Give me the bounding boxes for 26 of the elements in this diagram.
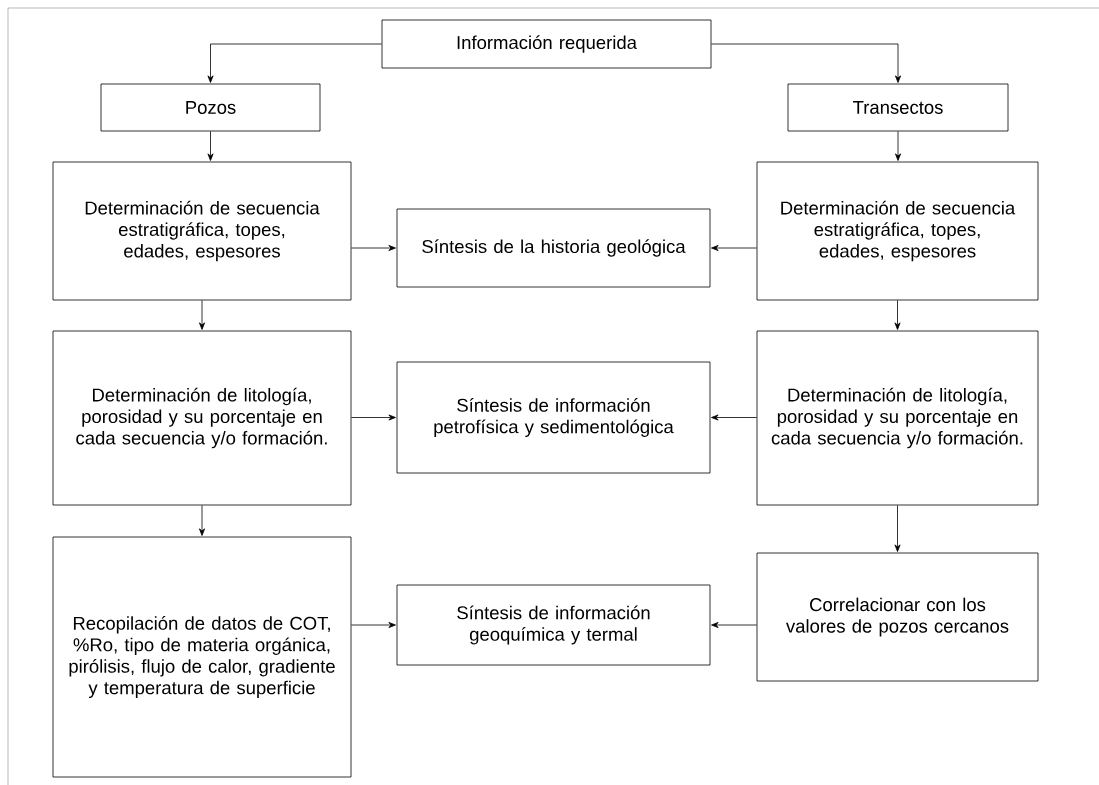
process-box: Determinación de secuencia estratigráfica, topes, edades, espesores [52,161,352,301]
arrow [351,414,396,421]
arrow [894,505,901,552]
process-box: Determinación de litología, porosidad y su porcentaje en cada secuencia y/o formación. [52,330,352,506]
arrow [711,414,757,421]
arrow [711,622,757,628]
arrow [894,300,901,330]
process-box: Síntesis de información petrofísica y sedimentológica [396,361,711,474]
process-box: Determinación de litología, porosidad y su porcentaje en cada secuencia y/o formación. [756,330,1039,506]
arrow [711,43,901,83]
process-box: Síntesis de información geoquímica y termal [396,584,711,666]
arrow [199,505,205,536]
arrow [351,245,396,251]
process-box: Recopilación de datos de COT, %Ro, tipo de materia orgánica, pirólisis, flujo de calor, gradiente y temperatura de superficie [52,536,352,778]
arrow [207,131,214,161]
process-box: Pozos [100,83,321,132]
process-box: Información requerida [381,19,712,69]
arrow [351,622,396,628]
arrow [895,131,901,161]
arrow [207,43,382,83]
arrow [199,300,205,330]
process-box: Determinación de secuencia estratigráfica, topes, edades, espesores [756,161,1039,301]
arrow [711,245,757,251]
process-box: Correlacionar con los valores de pozos cercanos [756,552,1039,682]
process-box: Transectos [787,83,1009,132]
process-box: Síntesis de la historia geológica [396,208,711,288]
